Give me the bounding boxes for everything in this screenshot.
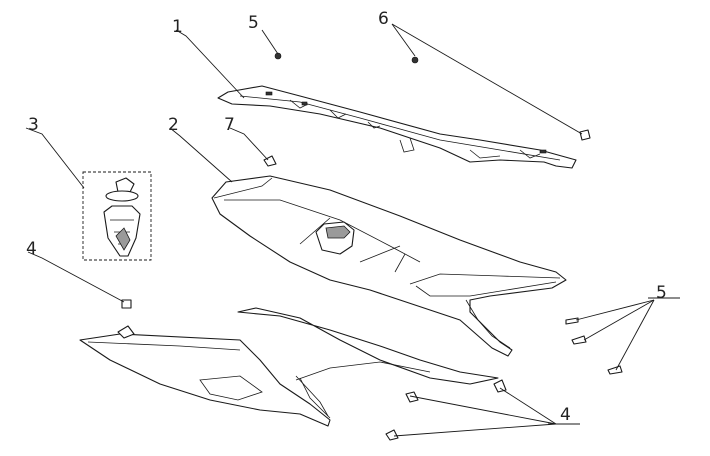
callout-1: 1: [172, 17, 183, 37]
callout-4-bottom: 4: [560, 405, 571, 425]
leader-lines: [25, 23, 680, 437]
part-3-bracket-assembly: [82, 171, 152, 261]
leader-5-right-c: [615, 299, 655, 371]
part-1-frame-rail: [217, 85, 577, 169]
leader-7: [229, 127, 269, 161]
part-2-side-cover: [211, 175, 567, 357]
callout-2: 2: [168, 115, 179, 135]
leader-5-top: [261, 29, 279, 55]
fastener-6-right: [579, 129, 591, 141]
fastener-5-top: [274, 52, 282, 60]
leader-1: [175, 29, 245, 99]
screw-5-c: [607, 365, 623, 375]
leader-6-a: [391, 23, 416, 57]
callout-7: 7: [224, 115, 235, 135]
screw-5-a: [565, 317, 579, 325]
callout-5-top: 5: [248, 13, 259, 33]
leader-4-left: [27, 251, 125, 303]
callout-5-right: 5: [656, 283, 667, 303]
leader-3: [25, 127, 85, 189]
fastener-4-c: [385, 429, 399, 441]
callout-4-left: 4: [26, 239, 37, 259]
leader-2: [169, 127, 233, 183]
lower-fairing-panel: [79, 307, 499, 427]
fastener-6-left: [411, 56, 419, 64]
fastener-4-b: [493, 379, 507, 393]
leader-6-b: [391, 23, 583, 135]
screw-5-b: [571, 335, 587, 345]
fastener-4-a: [405, 391, 419, 403]
callout-6: 6: [378, 9, 389, 29]
leader-5-right-b: [583, 299, 655, 341]
leader-5-right-a: [575, 299, 655, 321]
leader-4-bottom-b: [499, 387, 557, 425]
leader-4-bottom-c: [393, 423, 557, 437]
callout-3: 3: [28, 115, 39, 135]
leader-4-bottom-a: [409, 395, 557, 425]
fastener-4-left: [121, 299, 132, 309]
